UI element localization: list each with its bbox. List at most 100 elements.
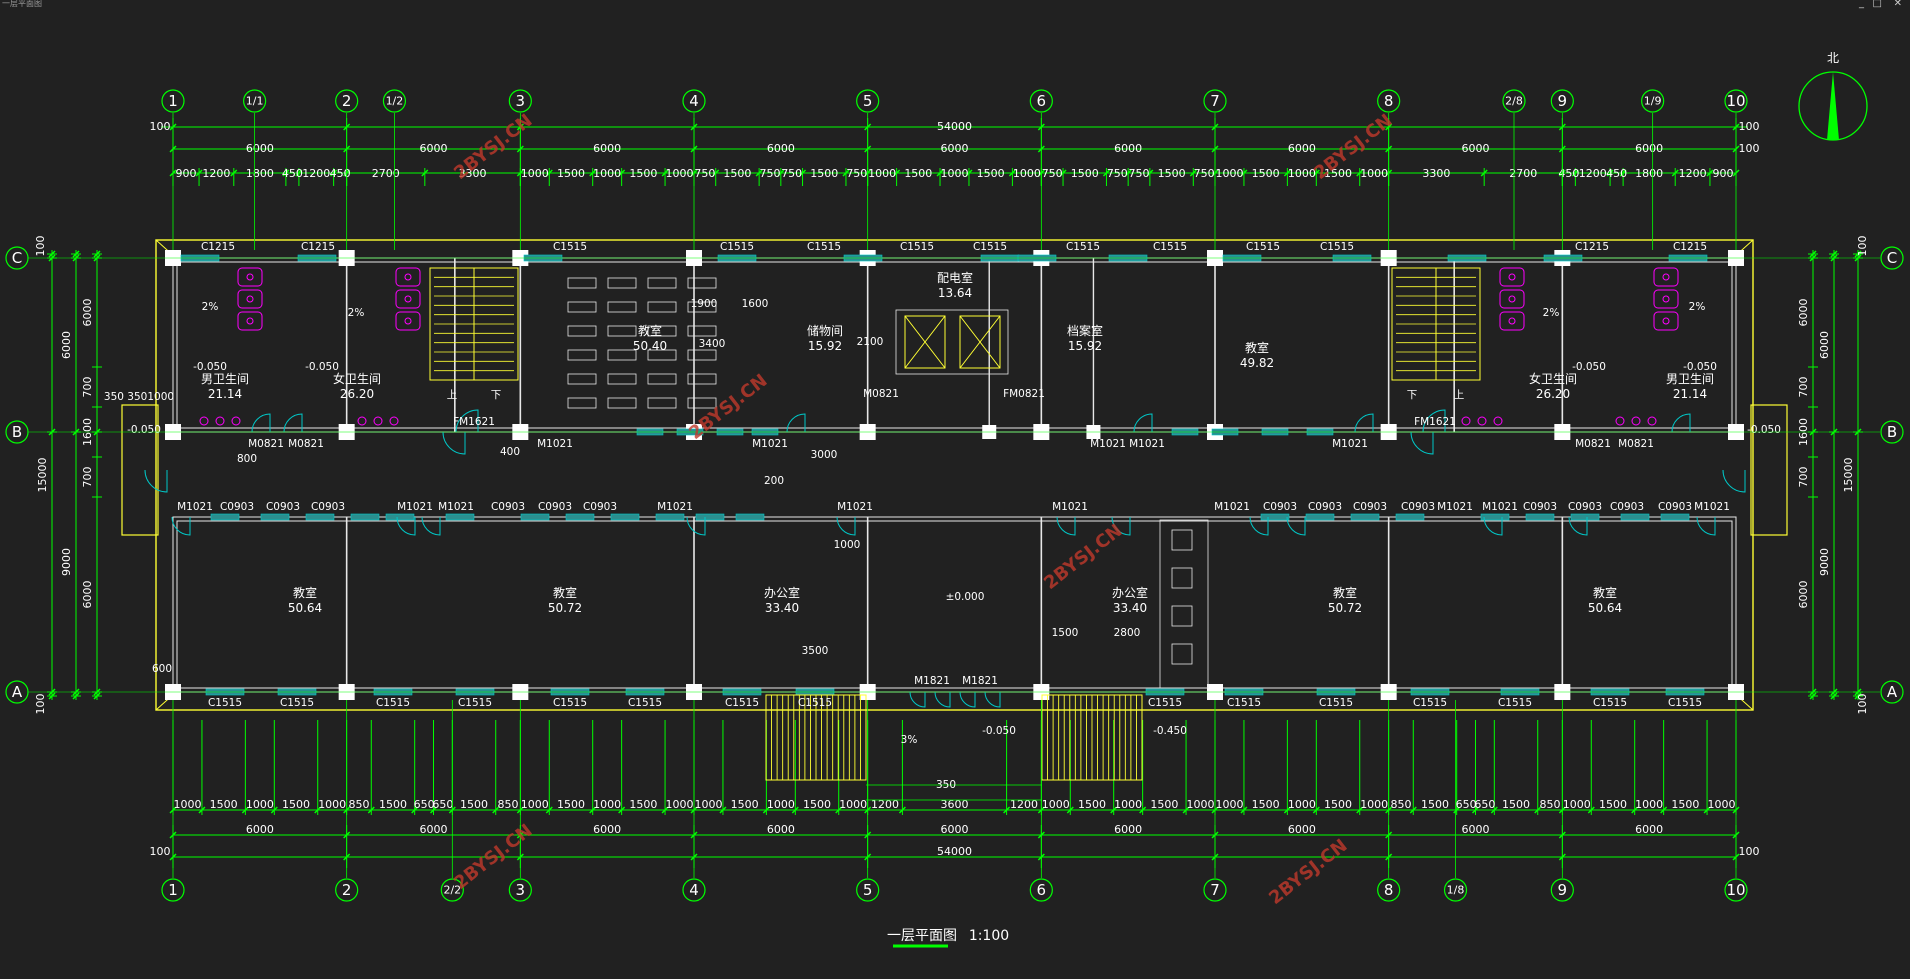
tick-slash (1471, 806, 1480, 814)
axis-bubble-top-6 (856, 89, 880, 113)
dim-bottom-detail-11: 1000 (521, 798, 549, 811)
tick-slash (842, 169, 850, 177)
dim-top-detail-40: 1800 (1635, 167, 1663, 180)
dim-bottom-detail-21: 1200 (871, 798, 899, 811)
toilet-r2-bowl-icon (1662, 295, 1670, 303)
tick-slash (661, 806, 669, 814)
tick-slash (1312, 806, 1320, 814)
door-swing (1354, 413, 1374, 433)
label-c0903-13: C0903 (1658, 501, 1692, 513)
room-area-13: 50.72 (1328, 601, 1362, 615)
label-c0903-12: C0903 (1610, 501, 1644, 513)
desk (687, 301, 717, 313)
tick-slash (1102, 169, 1110, 177)
label-m1021-13: M1021 (752, 438, 788, 450)
door-swing (421, 516, 441, 536)
tick-slash (589, 806, 597, 814)
label-c0903-5: C0903 (583, 501, 617, 513)
dim-top-detail-35: 3300 (1422, 167, 1450, 180)
dim-bay-bottom-1: 6000 (420, 823, 448, 836)
dim-right-mid-1: 9000 (1818, 548, 1831, 576)
room-name-14: 教室 (1593, 585, 1617, 600)
tick-slash (1356, 806, 1364, 814)
label-m1021-10: M1021 (1090, 438, 1126, 450)
dim-bay-top-3: 6000 (767, 142, 795, 155)
maximize-button[interactable]: □ (1872, 0, 1882, 9)
label-m0821-2: M0821 (1575, 438, 1611, 450)
label-c1515-bottom-6: C1515 (725, 697, 759, 709)
tick-slash (936, 169, 944, 177)
toilet-r2-sink-icon (1631, 416, 1641, 426)
dim-right-inner-4: 6000 (1797, 581, 1810, 609)
dim-top-detail-9: 1500 (557, 167, 585, 180)
door-swing (1056, 516, 1076, 536)
axis-label-bottom-5: 5 (863, 881, 873, 899)
door-swing (836, 516, 856, 536)
axis-label-bottom-3: 3 (516, 881, 526, 899)
dim-top-detail-14: 1500 (723, 167, 751, 180)
tick-slash (1110, 806, 1118, 814)
tick-slash (1703, 806, 1711, 814)
desk (647, 397, 677, 409)
dim-top-detail-15: 750 (759, 167, 780, 180)
office-desk (1171, 567, 1193, 589)
toilet-l1-sink-icon (199, 416, 209, 426)
axis-bubble-top-1 (243, 89, 267, 113)
dim-bay-bottom-8: 6000 (1635, 823, 1663, 836)
axis-bubble-top-5 (682, 89, 706, 113)
watermark-4: 2BYSJ.CN (1040, 520, 1126, 594)
room-name-11: 办公室 (764, 585, 800, 600)
tick-slash (1619, 169, 1627, 177)
dim-bottom-detail-19: 1500 (803, 798, 831, 811)
tick-slash (421, 169, 429, 177)
dim-left-inner-0: 6000 (81, 299, 94, 327)
label-fm1621-right: FM1621 (1414, 416, 1456, 428)
door-entrance-right (1722, 469, 1746, 493)
dim-top-detail-10: 1000 (593, 167, 621, 180)
desk (687, 397, 717, 409)
window (1395, 513, 1425, 521)
room-name-12: 办公室 (1112, 585, 1148, 600)
dim-bottom-detail-38: 1500 (1502, 798, 1530, 811)
dim-top-detail-13: 750 (694, 167, 715, 180)
dim-bay-bottom-4: 6000 (941, 823, 969, 836)
label-elev-050-1: -0.050 (305, 361, 339, 373)
office-desk (1171, 643, 1193, 665)
tick-slash (198, 806, 206, 814)
door-swing (1671, 413, 1691, 433)
dim-top-detail-26: 750 (1107, 167, 1128, 180)
dim-left-edge-top: 100 (34, 236, 47, 257)
dim-bottom-detail-25: 1500 (1078, 798, 1106, 811)
label-c1215-0: C1215 (201, 241, 235, 253)
tick-slash (1534, 806, 1542, 814)
label-c1515-bottom-1: C1515 (280, 697, 314, 709)
dim-edge-top-l: 100 (150, 120, 171, 133)
dim-right-outer: 15000 (1842, 458, 1855, 493)
close-button[interactable]: ✕ (1893, 0, 1902, 9)
axis-bubble-top-3 (382, 89, 407, 113)
axis-bubble-top-7 (1029, 89, 1053, 113)
tick-slash (791, 806, 799, 814)
room-name-9: 教室 (293, 585, 317, 600)
dim-bay-bottom-0: 6000 (246, 823, 274, 836)
minimize-button[interactable]: _ (1859, 0, 1864, 9)
dim-bay-top-4: 6000 (941, 142, 969, 155)
tick-slash (230, 169, 238, 177)
toilet-r1-stall-icon (1499, 289, 1525, 309)
dim-bottom-detail-27: 1500 (1150, 798, 1178, 811)
tick-slash (1631, 806, 1639, 814)
axis-bubble-right-C (1880, 246, 1904, 270)
dim-top-detail-4: 1200 (302, 167, 330, 180)
door-swing (1483, 516, 1503, 536)
tick-slash (1830, 692, 1838, 700)
axis-bubble-top-13 (1724, 89, 1748, 113)
tick-slash (1059, 169, 1067, 177)
label-m0821-3: M0821 (1618, 438, 1654, 450)
tick-slash (755, 169, 763, 177)
label-c0903-11: C0903 (1568, 501, 1602, 513)
desk (647, 373, 677, 385)
door-swing (171, 516, 191, 536)
desk (647, 325, 677, 337)
